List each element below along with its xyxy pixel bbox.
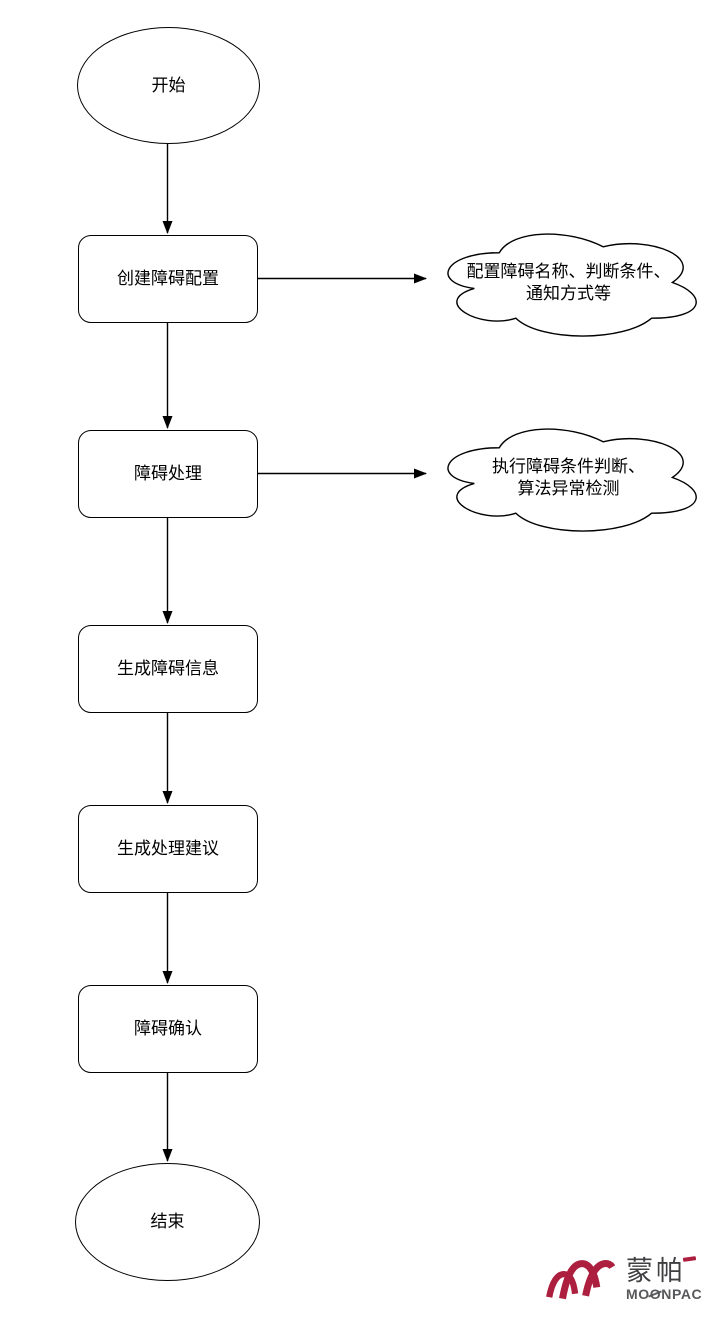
- node-generate-suggestion-label: 生成处理建议: [117, 839, 219, 859]
- logo-red-accent: [683, 1256, 697, 1262]
- moonpac-logo: 蒙帕 MOONPAC: [545, 1256, 702, 1302]
- node-start: 开始: [77, 27, 260, 144]
- node-end: 结束: [75, 1163, 260, 1281]
- node-create-fault-config: 创建障碍配置: [78, 235, 258, 323]
- moonpac-logo-text: 蒙帕 MOONPAC: [626, 1256, 702, 1302]
- logo-english-name: MOONPAC: [626, 1287, 702, 1302]
- cloud-exec-note-line2: 算法异常检测: [517, 478, 620, 498]
- logo-chinese-name: 蒙帕: [626, 1256, 702, 1287]
- node-generate-fault-info-label: 生成障碍信息: [117, 659, 219, 679]
- cloud-shape: [447, 233, 697, 337]
- node-generate-fault-info: 生成障碍信息: [78, 625, 258, 713]
- cloud-config-note-text: 配置障碍名称、判断条件、 通知方式等: [430, 223, 707, 342]
- node-fault-handling-label: 障碍处理: [134, 464, 202, 484]
- cloud-shape: [447, 428, 697, 532]
- cloud-exec-note-text: 执行障碍条件判断、 算法异常检测: [430, 418, 707, 537]
- node-fault-confirm: 障碍确认: [78, 985, 258, 1073]
- cloud-config-note: 配置障碍名称、判断条件、 通知方式等: [430, 223, 707, 342]
- node-fault-handling: 障碍处理: [78, 430, 258, 518]
- node-generate-suggestion: 生成处理建议: [78, 805, 258, 893]
- node-fault-confirm-label: 障碍确认: [134, 1019, 202, 1039]
- node-end-label: 结束: [150, 1212, 185, 1232]
- cloud-config-note-line1: 配置障碍名称、判断条件、: [466, 261, 671, 281]
- node-create-fault-config-label: 创建障碍配置: [117, 269, 219, 289]
- node-start-label: 开始: [151, 75, 186, 95]
- logo-chinese-name-text: 蒙帕: [626, 1256, 686, 1286]
- cloud-config-note-line2: 通知方式等: [526, 283, 611, 303]
- cloud-exec-note-line1: 执行障碍条件判断、: [492, 456, 645, 476]
- logo-english-name-text: MOONPAC: [626, 1286, 703, 1302]
- cloud-exec-note: 执行障碍条件判断、 算法异常检测: [430, 418, 707, 537]
- moonpac-logo-mark-icon: [546, 1260, 615, 1300]
